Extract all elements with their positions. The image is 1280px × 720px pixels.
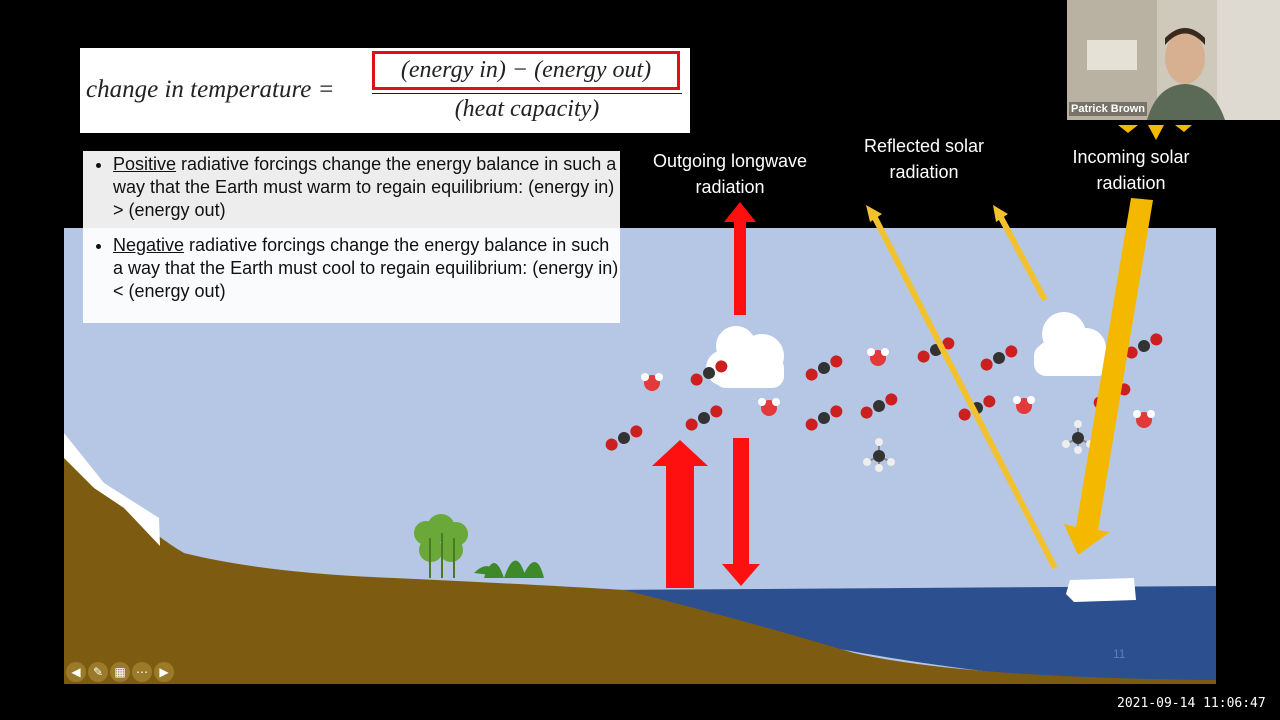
- slide-page-number: 11: [1113, 647, 1126, 661]
- pen-icon[interactable]: ✎: [88, 662, 108, 682]
- reflected-solar-long: [869, 210, 1058, 570]
- webcam-video: [1067, 0, 1280, 120]
- outgoing-label: Outgoing longwave radiation: [652, 151, 808, 197]
- outgoing-arrow: [724, 202, 756, 315]
- co2-molecule: [685, 405, 723, 431]
- surface-up-arrow: [652, 440, 708, 588]
- more-icon[interactable]: ⋯: [132, 662, 152, 682]
- bullet-text: radiative forcings change the energy bal…: [113, 235, 619, 301]
- slide-nav-toolbar: ◀ ✎ ▦ ⋯ ▶: [66, 662, 174, 684]
- co2-molecule: [980, 345, 1018, 371]
- formula-numerator: (energy in) − (energy out): [372, 51, 680, 90]
- co2-molecule: [805, 405, 843, 431]
- formula-lhs: change in temperature =: [86, 76, 335, 103]
- bullet-positive: Positive radiative forcings change the e…: [113, 153, 620, 222]
- arrow-left-icon[interactable]: ◀: [66, 662, 86, 682]
- climate-scene: [64, 228, 1216, 684]
- co2-molecule: [860, 393, 898, 419]
- h2o-molecule: [641, 373, 663, 391]
- recording-timestamp: 2021-09-14 11:06:47: [1117, 696, 1266, 711]
- keyword-negative: Negative: [113, 235, 185, 255]
- co2-molecule: [805, 355, 843, 381]
- energy-balance-formula: change in temperature = (energy in) − (e…: [80, 48, 690, 133]
- h2o-molecule: [1133, 410, 1155, 428]
- incoming-solar-arrow: [1064, 198, 1153, 555]
- h2o-molecule: [758, 398, 780, 416]
- h2o-molecule: [867, 348, 889, 366]
- h2o-molecule: [1013, 396, 1035, 414]
- incoming-label: Incoming solar radiation: [1072, 147, 1190, 193]
- co2-molecule: [690, 360, 728, 386]
- bullet-text: radiative forcings change the energy bal…: [113, 154, 617, 220]
- arrow-right-icon[interactable]: ▶: [154, 662, 174, 682]
- slides-icon[interactable]: ▦: [110, 662, 130, 682]
- keyword-positive: Positive: [113, 154, 177, 174]
- participant-name: Patrick Brown: [1069, 102, 1147, 116]
- forcing-bullets: Positive radiative forcings change the e…: [83, 151, 620, 323]
- ch4-molecule: [863, 438, 895, 472]
- reflected-label: Reflected solar radiation: [863, 136, 985, 182]
- co2-molecule: [1125, 333, 1163, 359]
- back-radiation-arrow: [722, 438, 760, 586]
- reflected-solar-short: [995, 210, 1048, 302]
- bullet-negative: Negative radiative forcings change the e…: [113, 234, 620, 303]
- formula-denominator: (heat capacity): [454, 96, 600, 122]
- co2-molecule: [958, 395, 996, 421]
- fraction-bar: [372, 93, 682, 94]
- co2-molecule: [605, 425, 643, 451]
- webcam-tile[interactable]: Patrick Brown: [1067, 0, 1280, 120]
